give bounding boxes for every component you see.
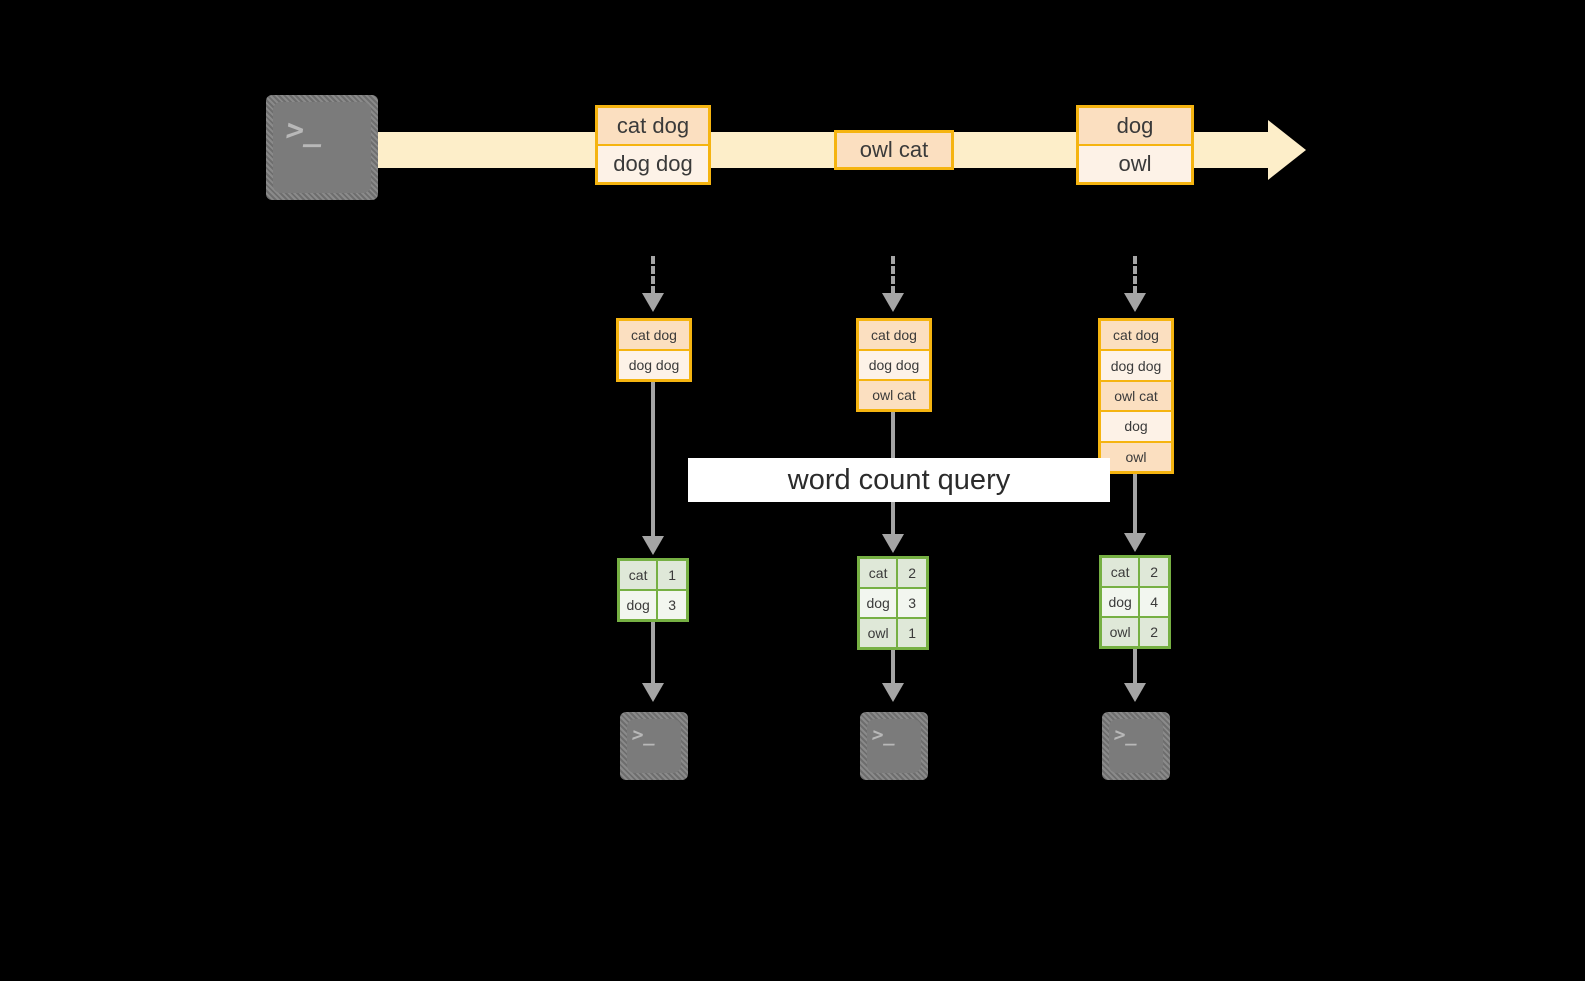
result-word: dog [860,589,899,617]
snapshot-line: cat dog [619,321,689,351]
snapshot-1-trigger-arrowhead [642,293,664,312]
stream-record-line: dog dog [598,146,708,182]
result-count: 2 [898,559,926,587]
result-word: dog [1102,588,1141,616]
stream-record-line: cat dog [598,108,708,146]
table-row: cat 2 [1102,558,1168,588]
stream-record-3: dog owl [1076,105,1194,185]
snapshot-2-trigger-line [891,256,895,294]
snapshot-line: cat dog [1101,321,1171,352]
terminal-screen [1109,719,1163,773]
stream-record-line: dog [1079,108,1191,146]
snapshot-2-query-arrowhead [882,534,904,553]
source-terminal-icon[interactable]: >_ [266,95,378,200]
result-count: 4 [1140,588,1168,616]
terminal-prompt-glyph: >_ [283,113,327,148]
table-row: owl 2 [1102,618,1168,646]
snapshot-1-output-line [651,622,655,684]
table-row: cat 1 [620,561,686,591]
snapshot-2-result-table: cat 2 dog 3 owl 1 [857,556,929,650]
snapshot-3-sink-terminal-icon[interactable]: >_ [1102,712,1170,780]
snapshot-line: dog dog [859,351,929,381]
snapshot-2-sink-terminal-icon[interactable]: >_ [860,712,928,780]
snapshot-line: owl cat [1101,381,1171,413]
result-count: 3 [658,591,686,619]
terminal-prompt-glyph: >_ [1112,723,1141,746]
terminal-screen [867,719,921,773]
table-row: dog 3 [620,591,686,619]
snapshot-1-result-table: cat 1 dog 3 [617,558,689,622]
result-count: 2 [1140,558,1168,586]
snapshot-2-output-arrowhead [882,683,904,702]
snapshot-line: dog [1101,412,1171,443]
snapshot-1-sink-terminal-icon[interactable]: >_ [620,712,688,780]
snapshot-3-trigger-arrowhead [1124,293,1146,312]
query-label: word count query [688,458,1110,502]
result-count: 1 [898,619,926,647]
snapshot-1-output-arrowhead [642,683,664,702]
snapshot-2-output-line [891,650,895,684]
table-row: cat 2 [860,559,926,589]
snapshot-3-output-arrowhead [1124,683,1146,702]
table-row: owl 1 [860,619,926,647]
snapshot-line: cat dog [859,321,929,351]
result-word: dog [620,591,659,619]
snapshot-3-query-arrowhead [1124,533,1146,552]
result-word: cat [860,559,899,587]
result-word: cat [1102,558,1141,586]
terminal-prompt-glyph: >_ [630,723,659,746]
snapshot-line: dog dog [1101,351,1171,382]
snapshot-3-buffer: cat dog dog dog owl cat dog owl [1098,318,1174,474]
result-word: cat [620,561,659,589]
result-word: owl [860,619,899,647]
snapshot-1-buffer: cat dog dog dog [616,318,692,382]
snapshot-3-output-line [1133,649,1137,684]
snapshot-line: owl cat [859,381,929,409]
snapshot-2-trigger-arrowhead [882,293,904,312]
table-row: dog 4 [1102,588,1168,618]
result-count: 2 [1140,618,1168,646]
stream-record-2: owl cat [834,130,954,170]
snapshot-3-query-line [1133,474,1137,534]
result-count: 3 [898,589,926,617]
snapshot-1-trigger-line [651,256,655,294]
stream-record-line: owl cat [837,133,951,167]
snapshot-1-query-arrowhead [642,536,664,555]
snapshot-1-query-line [651,382,655,537]
stream-record-1: cat dog dog dog [595,105,711,185]
snapshot-2-buffer: cat dog dog dog owl cat [856,318,932,412]
stream-arrow-head [1268,120,1306,180]
terminal-prompt-glyph: >_ [870,723,899,746]
snapshot-3-result-table: cat 2 dog 4 owl 2 [1099,555,1171,649]
terminal-screen [627,719,681,773]
snapshot-3-trigger-line [1133,256,1137,294]
stream-record-line: owl [1079,146,1191,182]
result-word: owl [1102,618,1141,646]
result-count: 1 [658,561,686,589]
snapshot-line: dog dog [619,351,689,379]
snapshot-line: owl [1101,442,1171,472]
table-row: dog 3 [860,589,926,619]
terminal-screen [273,102,371,193]
